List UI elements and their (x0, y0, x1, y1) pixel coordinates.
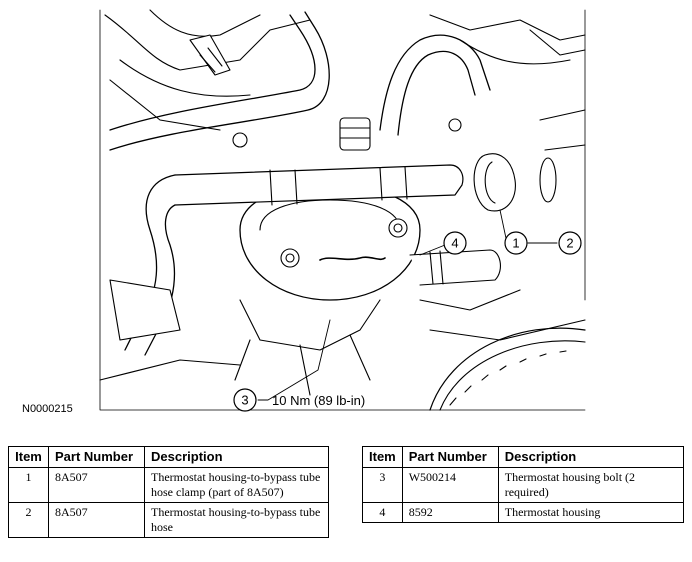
header-description: Description (144, 446, 329, 468)
header-part-number: Part Number (401, 446, 499, 468)
svg-text:3: 3 (241, 393, 248, 408)
engine-line-drawing: 1 2 3 10 Nm (89 lb-in) 4 (99, 9, 586, 412)
table-row: 2 8A507 Thermostat housing-to-bypass tub… (8, 502, 329, 538)
description: Thermostat housing-to-bypass tube hose c… (144, 467, 329, 503)
callout-1: 1 (504, 231, 528, 255)
svg-text:2: 2 (566, 236, 573, 251)
description: Thermostat housing (497, 502, 685, 523)
item-number: 3 (362, 467, 403, 503)
header-part-number: Part Number (48, 446, 145, 468)
item-number: 4 (362, 502, 403, 523)
header-description: Description (497, 446, 685, 468)
description: Thermostat housing-to-bypass tube hose (144, 502, 329, 538)
item-number: 2 (8, 502, 49, 538)
figure-id: N0000215 (22, 403, 73, 415)
table-row: 4 8592 Thermostat housing (362, 502, 685, 523)
table-row: 3 W500214 Thermostat housing bolt (2 req… (362, 467, 685, 503)
part-number: 8A507 (48, 467, 145, 503)
table-row: 1 8A507 Thermostat housing-to-bypass tub… (8, 467, 329, 503)
description: Thermostat housing bolt (2 required) (497, 467, 685, 503)
header-item: Item (8, 446, 49, 468)
part-number: 8592 (401, 502, 499, 523)
parts-table-right: Item Part Number Description 3 W500214 T… (362, 446, 685, 523)
header-item: Item (362, 446, 403, 468)
parts-table-left: Item Part Number Description 1 8A507 The… (8, 446, 329, 538)
callout-3: 3 (233, 388, 257, 412)
part-number: W500214 (401, 467, 499, 503)
callout-2: 2 (558, 231, 582, 255)
item-number: 1 (8, 467, 49, 503)
callout-4: 4 (443, 231, 467, 255)
part-number: 8A507 (48, 502, 145, 538)
torque-label: 10 Nm (89 lb-in) (272, 393, 365, 408)
svg-text:4: 4 (451, 236, 458, 251)
svg-text:1: 1 (512, 236, 519, 251)
